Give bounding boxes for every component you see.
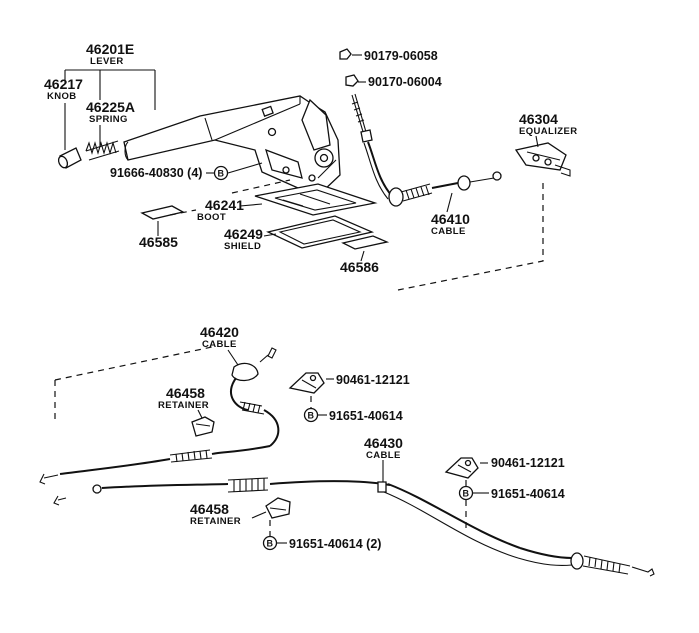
pad-right-part: [341, 235, 390, 250]
svg-text:CABLE: CABLE: [366, 450, 401, 461]
svg-text:91651-40614 (2): 91651-40614 (2): [289, 537, 381, 551]
svg-text:CABLE: CABLE: [431, 226, 466, 237]
svg-text:B: B: [463, 489, 470, 499]
svg-text:46458: 46458: [166, 385, 205, 401]
svg-text:KNOB: KNOB: [47, 91, 77, 102]
nut-upper-part: 90179-06058: [339, 48, 438, 63]
svg-text:LEVER: LEVER: [90, 56, 124, 67]
svg-text:CABLE: CABLE: [202, 339, 237, 350]
bolt-left-label: B 91651-40614: [303, 396, 403, 423]
bolt-lever-label: 91666-40830 (4) B: [110, 162, 263, 181]
retainer-lower-part: [265, 497, 291, 519]
svg-text:46201E: 46201E: [86, 41, 134, 57]
label-pad-left: 46585: [139, 221, 178, 250]
connection-dashed-line-upper: [397, 183, 544, 291]
label-pad-right: 46586: [340, 250, 379, 275]
clamp-right-part: 90461-12121: [444, 456, 565, 479]
svg-text:46304: 46304: [519, 111, 558, 127]
svg-text:46249: 46249: [224, 226, 263, 242]
front-cable-part: [351, 93, 502, 207]
lever-part: [123, 95, 341, 193]
cable-right-part: [53, 477, 655, 577]
svg-text:91651-40614: 91651-40614: [329, 409, 403, 423]
svg-text:B: B: [267, 539, 274, 549]
svg-text:46430: 46430: [364, 435, 403, 451]
cable-left-part: [39, 347, 280, 485]
svg-text:46217: 46217: [44, 76, 83, 92]
pad-left-part: [140, 205, 197, 220]
svg-text:46458: 46458: [190, 501, 229, 517]
svg-text:46585: 46585: [139, 234, 178, 250]
svg-text:90179-06058: 90179-06058: [364, 49, 438, 63]
svg-text:46586: 46586: [340, 259, 379, 275]
lever-bracket-leaders: [64, 69, 156, 150]
svg-text:46225A: 46225A: [86, 99, 135, 115]
label-front-cable: 46410 CABLE: [431, 192, 470, 237]
svg-text:RETAINER: RETAINER: [158, 400, 209, 411]
svg-text:90170-06004: 90170-06004: [368, 75, 442, 89]
svg-text:RETAINER: RETAINER: [190, 516, 241, 527]
label-retainer-lower: 46458 RETAINER: [190, 501, 267, 527]
label-retainer-upper: 46458 RETAINER: [158, 385, 209, 419]
svg-text:46410: 46410: [431, 211, 470, 227]
svg-text:91666-40830 (4): 91666-40830 (4): [110, 166, 202, 180]
label-lever: 46201E LEVER: [86, 41, 134, 67]
bolt-right-label: B 91651-40614: [458, 480, 565, 530]
label-shield: 46249 SHIELD: [224, 226, 277, 252]
bolt-retainer-label: B 91651-40614 (2): [262, 520, 381, 551]
svg-text:90461-12121: 90461-12121: [336, 373, 410, 387]
label-cable-right: 46430 CABLE: [364, 435, 403, 482]
svg-text:46241: 46241: [205, 197, 244, 213]
svg-text:SPRING: SPRING: [89, 114, 128, 125]
svg-text:90461-12121: 90461-12121: [491, 456, 565, 470]
svg-text:SHIELD: SHIELD: [224, 241, 261, 252]
knob-part: [57, 147, 82, 169]
shield-part: [266, 215, 375, 249]
clamp-left-part: 90461-12121: [288, 372, 410, 394]
equalizer-part: [514, 142, 571, 177]
nut-lower-part: 90170-06004: [345, 74, 442, 89]
svg-text:B: B: [218, 169, 225, 179]
boot-part: [254, 183, 378, 216]
label-equalizer: 46304 EQUALIZER: [519, 111, 578, 148]
svg-text:BOOT: BOOT: [197, 212, 226, 223]
label-knob: 46217 KNOB: [44, 76, 83, 102]
retainer-upper-part: [191, 416, 215, 437]
spring-part: [85, 140, 120, 161]
connection-dashed-line-lower: [54, 346, 213, 420]
svg-text:EQUALIZER: EQUALIZER: [519, 126, 578, 137]
label-cable-left: 46420 CABLE: [200, 324, 239, 366]
svg-text:B: B: [308, 411, 315, 421]
svg-text:91651-40614: 91651-40614: [491, 487, 565, 501]
label-boot: 46241 BOOT: [197, 179, 291, 223]
svg-text:46420: 46420: [200, 324, 239, 340]
label-spring: 46225A SPRING: [86, 99, 135, 125]
